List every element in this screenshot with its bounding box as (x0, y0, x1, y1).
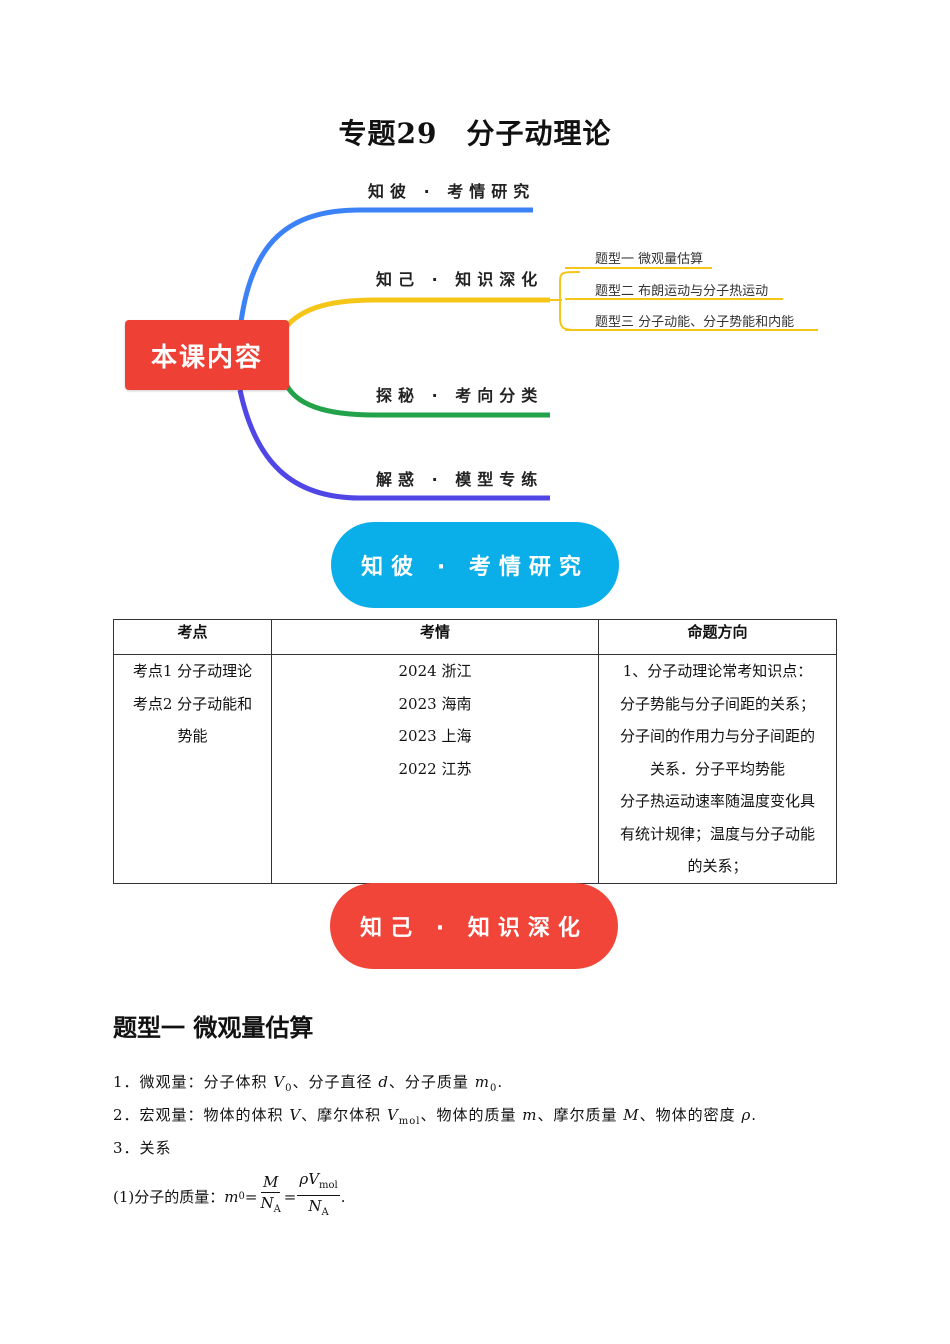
cell-line: 考点1 分子动理论 (132, 662, 253, 680)
subitem-1: 题型一 微观量估算 (595, 252, 704, 267)
page-title: 专题29 分子动理论 (338, 117, 612, 150)
cell-line: 有统计规律；温度与分子动能 (619, 824, 815, 843)
branch-label-2: 知己 · 知识深化 (376, 270, 544, 289)
banner-deepen: 知己 · 知识深化 (330, 883, 618, 969)
table-cell-points: 考点1 分子动理论 考点2 分子动能和 势能 (113, 654, 272, 884)
exam-table: 考点 考情 命题方向 考点1 分子动理论 考点2 分子动能和 势能 2024 浙… (113, 619, 837, 884)
branch-line-2 (283, 297, 550, 330)
paragraph-relation: 3．关系 (113, 1139, 172, 1157)
cell-line: 2023 上海 (398, 727, 472, 745)
branch-label-4: 解惑 · 模型专练 (376, 470, 544, 489)
cell-line: 势能 (177, 727, 208, 745)
cell-line: 分子热运动速率随温度变化具 (619, 792, 815, 810)
paragraph-micro: 1．微观量：分子体积 V0、分子直径 d、分子质量 m0. (113, 1073, 504, 1094)
header-cell: 命题方向 (598, 619, 837, 655)
header-cell: 考情 (271, 619, 599, 655)
cell-line: 的关系； (687, 857, 748, 875)
cell-line: 2022 江苏 (398, 759, 472, 778)
mindmap-center: 本课内容 (125, 320, 289, 390)
branch-label-1: 知彼 · 考情研究 (368, 182, 536, 201)
branch-label-3: 探秘 · 考向分类 (376, 386, 544, 405)
table-header-row: 考点 考情 命题方向 (113, 619, 837, 655)
cell-line: 分子势能与分子间距的关系； (619, 694, 815, 713)
sub-bracket (559, 271, 581, 331)
branch-line-4 (237, 389, 550, 501)
banner-research: 知彼 · 考情研究 (331, 522, 619, 608)
mindmap: 本课内容 知彼 · 考情研究 知己 · 知识深化 探秘 · 考向分类 解惑 · … (100, 160, 860, 520)
branch-line-1 (237, 207, 533, 331)
section-heading: 题型一 微观量估算 (113, 1014, 314, 1042)
cell-line: 关系．分子平均势能 (649, 759, 785, 778)
cell-line: 2024 浙江 (398, 662, 472, 680)
subitem-3: 题型三 分子动能、分子势能和内能 (595, 315, 795, 330)
cell-line: 考点2 分子动能和 (132, 694, 253, 713)
table-cell-directions: 1、分子动理论常考知识点： 分子势能与分子间距的关系； 分子间的作用力与分子间距… (598, 654, 837, 884)
branch-line-3 (282, 380, 550, 418)
header-cell: 考点 (113, 619, 272, 655)
cell-line: 2023 海南 (398, 694, 472, 713)
table-row: 考点1 分子动理论 考点2 分子动能和 势能 2024 浙江 2023 海南 2… (113, 654, 837, 884)
cell-line: 分子间的作用力与分子间距的 (619, 727, 815, 745)
subitem-2: 题型二 布朗运动与分子热运动 (595, 284, 769, 299)
table-cell-exams: 2024 浙江 2023 海南 2023 上海 2022 江苏 (271, 654, 599, 884)
cell-line: 1、分子动理论常考知识点： (622, 662, 813, 680)
paragraph-macro: 2．宏观量：物体的体积 V、摩尔体积 Vmol、物体的质量 m、摩尔质量 M、物… (113, 1106, 758, 1127)
mindmap-branches (237, 207, 818, 501)
